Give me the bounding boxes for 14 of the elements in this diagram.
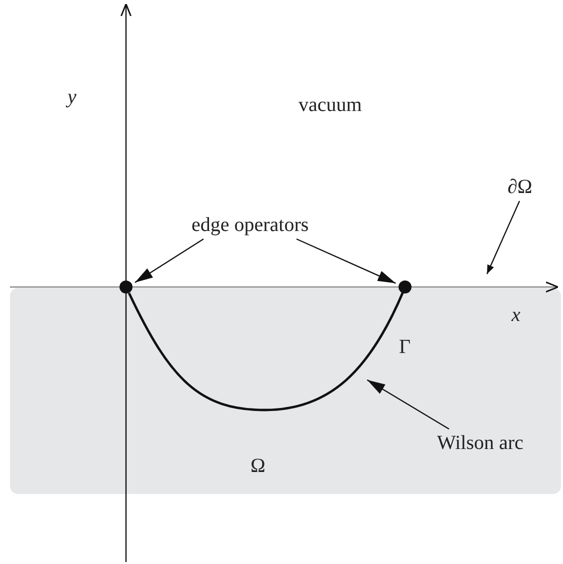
boundary-label: ∂Ω bbox=[508, 177, 532, 197]
region-label: vacuum bbox=[298, 95, 362, 115]
callout-label: edge operators bbox=[192, 215, 309, 235]
arrow bbox=[366, 379, 450, 430]
axis-label: x bbox=[512, 305, 520, 325]
endpoint-dot bbox=[120, 280, 132, 294]
arrow bbox=[486, 200, 520, 274]
arrow bbox=[296, 238, 396, 284]
arrow bbox=[134, 238, 204, 284]
axis-label: y bbox=[68, 87, 76, 107]
region-label: Ω bbox=[250, 456, 266, 476]
curve-label: Γ bbox=[399, 337, 411, 357]
endpoint-dot bbox=[398, 280, 412, 294]
callout-label: Wilson arc bbox=[437, 433, 524, 453]
